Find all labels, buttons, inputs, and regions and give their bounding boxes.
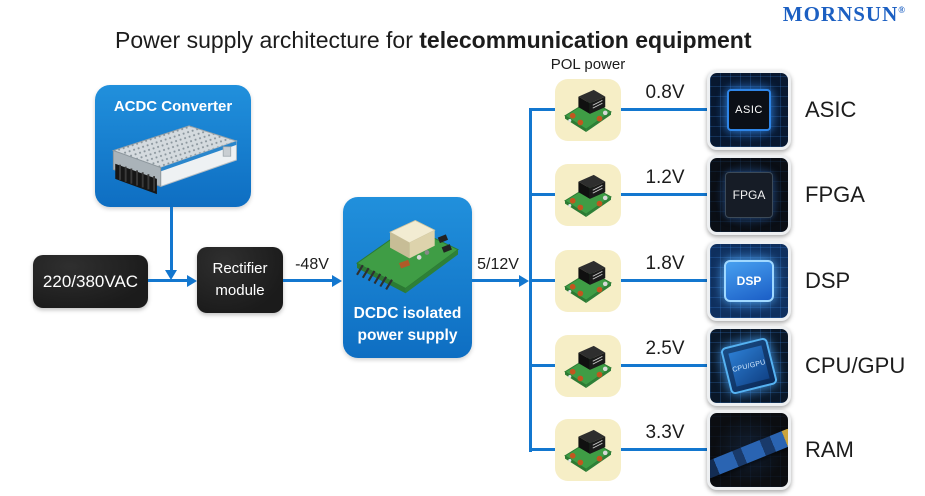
page-title: Power supply architecture for telecommun… xyxy=(115,27,752,54)
chip-die-label: FPGA xyxy=(732,188,766,202)
acdc-down-connector xyxy=(170,207,173,271)
dc-bus-voltage-label: -48V xyxy=(295,256,329,273)
pol-module-image xyxy=(564,345,612,389)
brand-logo: MORNSUN® xyxy=(783,2,905,27)
registered-trademark-symbol: ® xyxy=(898,5,905,15)
rectifier-module-box: Rectifier module xyxy=(197,247,283,313)
distribution-bus-line xyxy=(529,108,532,452)
acdc-converter-box: ACDC Converter xyxy=(95,85,251,207)
rail-voltage-label: 1.2V xyxy=(645,167,685,188)
load-name-label: FPGA xyxy=(805,182,865,207)
ac-input-label: 220/380VAC xyxy=(42,271,139,291)
load-name-label: RAM xyxy=(805,437,854,462)
rectifier-label-line1: Rectifier xyxy=(212,260,268,278)
dcdc-isolated-supply-box: DCDC isolated power supply xyxy=(343,197,472,358)
chip-core: CPU/GPU xyxy=(719,336,779,396)
pol-power-header: POL power xyxy=(550,56,626,73)
dcdc-label-line1: DCDC isolated xyxy=(353,305,462,322)
chip-die-label: ASIC xyxy=(735,104,763,116)
dcdc-to-bus-connector xyxy=(472,279,519,282)
load-name-label: CPU/GPU xyxy=(805,353,906,378)
rail-voltage-label: 2.5V xyxy=(645,338,685,359)
rectifier-input-arrowhead xyxy=(187,275,197,287)
pol-module-image xyxy=(564,429,612,473)
load-chip-image xyxy=(707,410,791,490)
dcdc-input-arrowhead xyxy=(332,275,342,287)
chip-core: DSP xyxy=(724,260,774,302)
chip-die-label: DSP xyxy=(736,274,762,288)
title-prefix: Power supply architecture for xyxy=(115,27,420,53)
pol-module-image xyxy=(564,174,612,218)
load-name-label: ASIC xyxy=(805,97,857,122)
rail-voltage-label: 1.8V xyxy=(645,253,685,274)
ac-input-box: 220/380VAC xyxy=(33,255,148,308)
input-to-rectifier-connector xyxy=(148,279,188,282)
ram-stick-image xyxy=(710,428,788,479)
dcdc-module-image xyxy=(356,220,459,294)
bus-input-arrowhead xyxy=(519,275,529,287)
acdc-converter-label: ACDC Converter xyxy=(113,98,233,115)
chip-die-label: CPU/GPU xyxy=(731,358,767,374)
pol-converter-icon xyxy=(555,335,621,397)
rail-voltage-label: 3.3V xyxy=(645,422,685,443)
chip-core: FPGA xyxy=(725,172,773,218)
pol-converter-icon xyxy=(555,79,621,141)
pol-converter-icon xyxy=(555,164,621,226)
pol-converter-icon xyxy=(555,419,621,481)
rail-voltage-label: 0.8V xyxy=(645,82,685,103)
load-chip-image: FPGA xyxy=(707,155,791,235)
acdc-power-supply-image xyxy=(111,125,238,195)
pol-converter-icon xyxy=(555,250,621,312)
title-emphasis: telecommunication equipment xyxy=(419,27,752,53)
load-chip-image: CPU/GPU xyxy=(707,326,791,406)
intermediate-bus-voltage-label: 5/12V xyxy=(477,256,519,273)
rectifier-label-line2: module xyxy=(215,282,265,299)
load-name-label: DSP xyxy=(805,268,851,293)
pol-module-image xyxy=(564,89,612,133)
dcdc-label-line2: power supply xyxy=(357,327,458,345)
brand-logo-text: MORNSUN xyxy=(782,2,899,26)
rectifier-to-dcdc-connector xyxy=(283,279,332,282)
load-chip-image: DSP xyxy=(707,241,791,321)
chip-core: ASIC xyxy=(727,89,771,131)
pol-module-image xyxy=(564,260,612,304)
load-chip-image: ASIC xyxy=(707,70,791,150)
acdc-down-arrowhead xyxy=(165,270,177,280)
